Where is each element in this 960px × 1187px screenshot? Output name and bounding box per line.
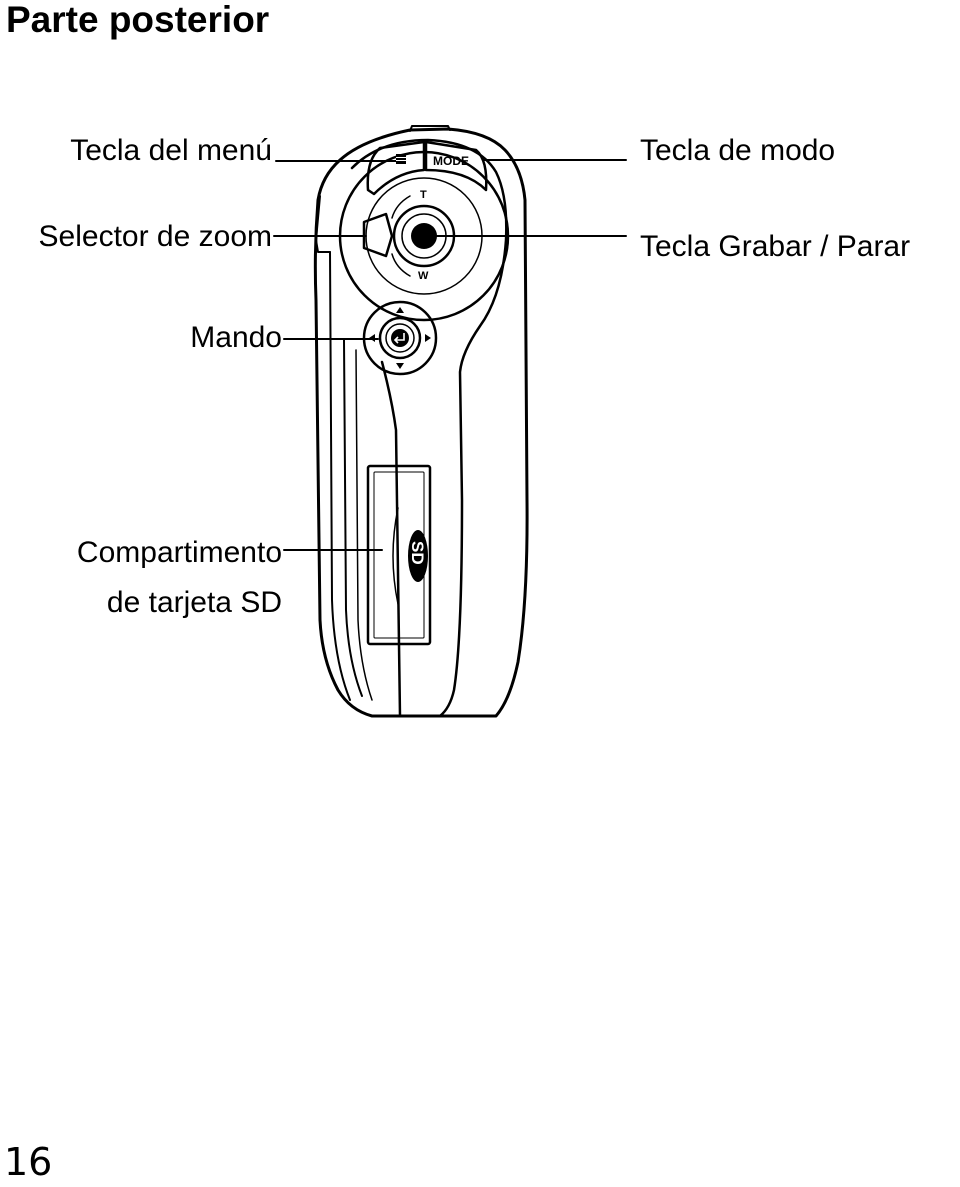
joystick-center-ring (385, 323, 415, 353)
top-bump (409, 125, 451, 132)
grip-rail-outer (329, 251, 351, 701)
zoom-tele-marking: T (420, 189, 427, 201)
label-menu-key: Tecla del menú (70, 134, 272, 167)
record-button-dot[interactable] (411, 223, 437, 249)
zoom-lever[interactable] (362, 212, 394, 258)
label-record-key: Tecla Grabar / Parar (640, 230, 911, 263)
arrow-down-icon (396, 363, 404, 369)
enter-return-icon (391, 329, 409, 347)
label-zoom-selector: Selector de zoom (38, 220, 272, 253)
zoom-arrow-up (391, 195, 411, 219)
arrow-left-icon (369, 334, 375, 342)
label-mode-key: Tecla de modo (640, 134, 836, 167)
arrow-right-icon (425, 334, 431, 342)
label-sd-compartment-line2: de tarjeta SD (106, 586, 282, 619)
label-sd-compartment-line1: Compartimento (76, 536, 282, 569)
mode-button[interactable] (424, 140, 488, 192)
mode-button-marking: MODE (433, 154, 469, 168)
label-sd-compartment: Compartimento de tarjeta SD (77, 528, 282, 628)
arrow-up-icon (396, 307, 404, 313)
control-panel-outline (350, 138, 508, 718)
sd-door-notch (392, 507, 399, 605)
camcorder-body-outline (313, 127, 529, 718)
grip-rail-inner (343, 339, 363, 697)
joystick-inner[interactable] (378, 316, 422, 360)
menu-grid-icon (396, 154, 406, 164)
menu-button[interactable] (366, 140, 426, 196)
label-joystick: Mando (190, 321, 282, 354)
sd-logo: SD (408, 530, 428, 582)
grip-left-edge (315, 195, 331, 253)
page-number: 16 (4, 1140, 53, 1184)
camcorder-back-diagram: SD MODE T W (273, 125, 627, 718)
grip-rail-3 (355, 349, 373, 701)
four-way-arrow-icon (369, 307, 431, 369)
zoom-wide-marking: W (418, 270, 429, 282)
sd-compartment-door[interactable] (366, 464, 432, 646)
sd-logo-text: SD (408, 541, 427, 565)
grip-inner-curve (380, 360, 402, 718)
zoom-arrow-down (391, 253, 411, 277)
page-title: Parte posterior (6, 0, 270, 40)
